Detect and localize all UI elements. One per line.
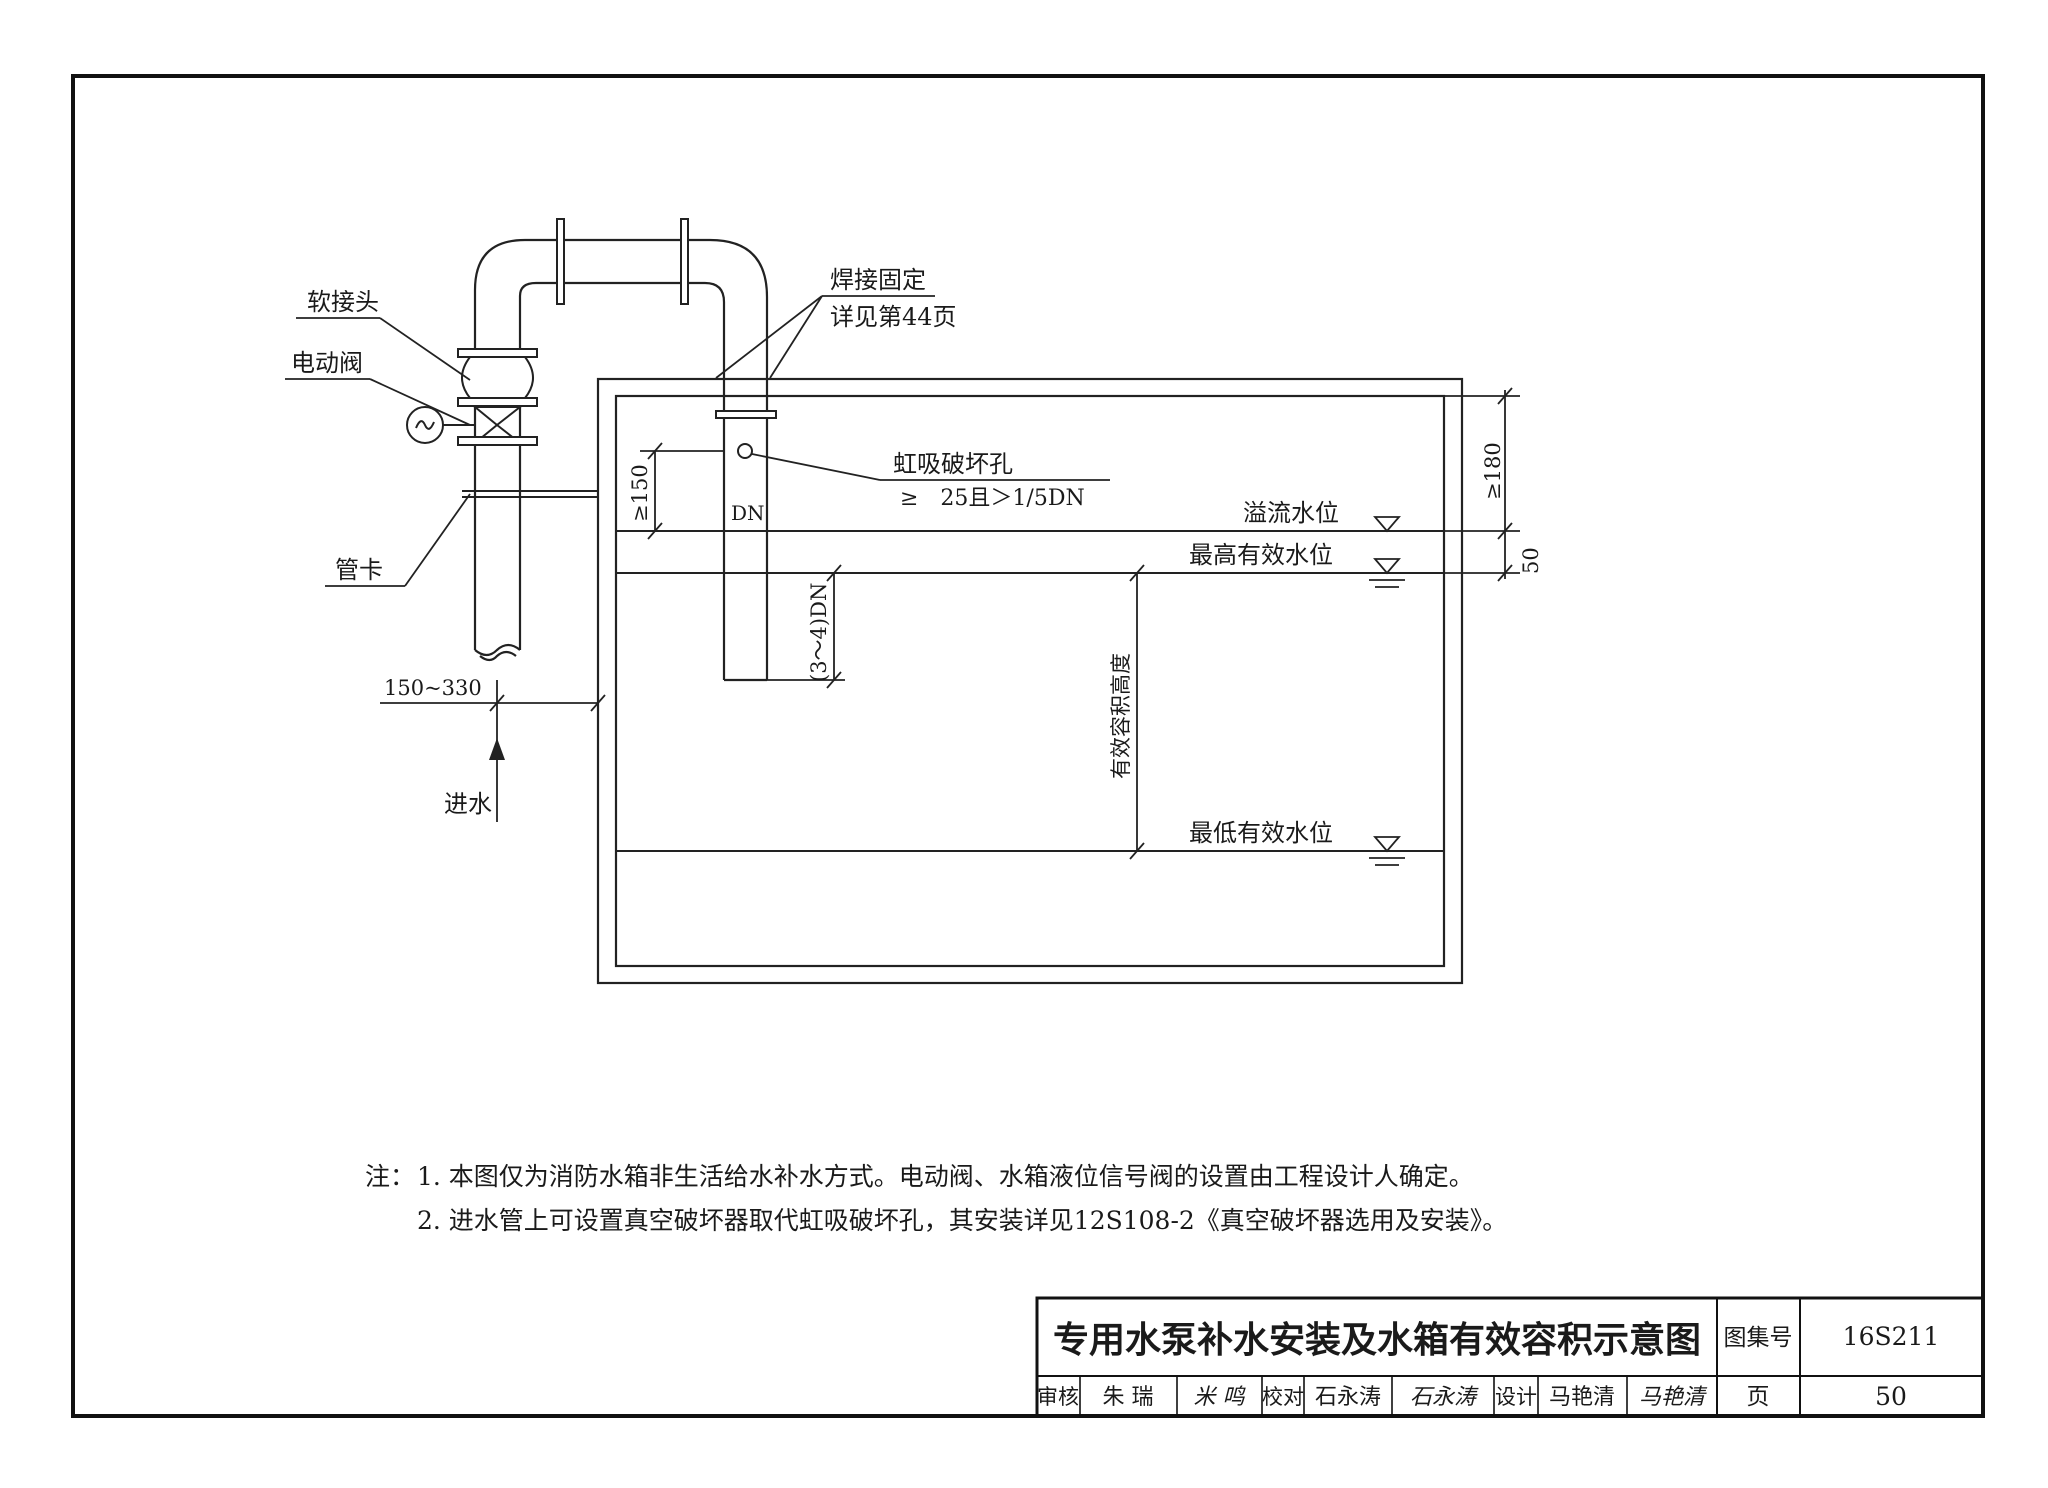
note-row-1: 注：1. 本图仅为消防水箱非生活给水补水方式。电动阀、水箱液位信号阀的设置由工程… xyxy=(365,1155,1507,1199)
atlas-number: 16S211 xyxy=(1843,1322,1940,1351)
atlas-label: 图集号 xyxy=(1724,1325,1793,1351)
flanges xyxy=(556,218,777,419)
label-electric-valve: 电动阀 xyxy=(291,349,363,377)
drawing-title: 专用水泵补水安装及水箱有效容积示意图 xyxy=(1053,1319,1701,1361)
inlet-pipe xyxy=(473,238,769,682)
label-overflow-level: 溢流水位 xyxy=(1243,499,1339,527)
label-siphon-hole: 虹吸破坏孔 xyxy=(893,450,1013,478)
reviewer-signature: 米 鸣 xyxy=(1194,1385,1247,1410)
design-label: 设计 xyxy=(1495,1385,1537,1409)
label-effective-height: 有效容积高度 xyxy=(1109,653,1133,779)
label-weld-fix: 焊接固定 xyxy=(830,266,926,294)
level-symbols xyxy=(1369,516,1405,866)
water-level-lines xyxy=(616,530,1444,852)
label-max-level: 最高有效水位 xyxy=(1189,541,1333,569)
label-150-330: 150~330 xyxy=(384,676,482,700)
notes: 注：1. 本图仅为消防水箱非生活给水补水方式。电动阀、水箱液位信号阀的设置由工程… xyxy=(365,1155,1507,1243)
title-block-text: 专用水泵补水安装及水箱有效容积示意图 图集号 16S211 页 50 审核 朱 … xyxy=(1037,1319,1939,1411)
label-weld-ref: 详见第44页 xyxy=(830,303,957,331)
leader-lines xyxy=(285,295,1110,587)
review-label: 审核 xyxy=(1037,1385,1079,1409)
note-1: 1. 本图仅为消防水箱非生活给水补水方式。电动阀、水箱液位信号阀的设置由工程设计… xyxy=(417,1162,1474,1191)
checker-signature: 石永涛 xyxy=(1410,1385,1479,1410)
label-pipe-clamp: 管卡 xyxy=(335,556,383,584)
note-2: 2. 进水管上可设置真空破坏器取代虹吸破坏孔，其安装详见12S108-2《真空破… xyxy=(417,1206,1508,1235)
water-tank xyxy=(596,377,1464,985)
checker-name: 石永涛 xyxy=(1315,1385,1381,1410)
pipe-clamp xyxy=(462,490,598,498)
drawing-frame xyxy=(71,74,1985,1418)
siphon-hole xyxy=(737,443,753,459)
label-dn: DN xyxy=(731,501,765,525)
label-min-level: 最低有效水位 xyxy=(1189,819,1333,847)
dimension-lines xyxy=(380,387,1520,860)
max-level-symbol xyxy=(1373,558,1401,575)
title-block xyxy=(1035,1296,1985,1418)
notes-prefix: 注： xyxy=(365,1162,416,1191)
label-siphon-spec: ≥ 25且＞1/5DN xyxy=(900,486,1085,511)
reviewer-name: 朱 瑞 xyxy=(1103,1385,1154,1410)
inlet-arrow xyxy=(489,738,505,760)
note-row-2: 2. 进水管上可设置真空破坏器取代虹吸破坏孔，其安装详见12S108-2《真空破… xyxy=(365,1199,1507,1243)
label-dim-3-4dn: (3～4)DN xyxy=(807,583,831,682)
soft-joint xyxy=(457,348,538,407)
designer-signature: 马艳清 xyxy=(1639,1385,1708,1410)
min-level-symbol xyxy=(1373,836,1401,853)
label-dim-150: ≥150 xyxy=(628,464,652,522)
label-dim-180: ≥180 xyxy=(1481,442,1505,500)
electric-valve xyxy=(406,406,538,446)
label-inlet: 进水 xyxy=(444,790,492,818)
page-label: 页 xyxy=(1747,1384,1770,1410)
overflow-level-symbol xyxy=(1373,516,1401,533)
label-soft-joint: 软接头 xyxy=(307,288,379,316)
label-dim-50: 50 xyxy=(1519,547,1543,574)
designer-name: 马艳清 xyxy=(1549,1385,1615,1410)
page-number: 50 xyxy=(1875,1382,1907,1411)
check-label: 校对 xyxy=(1262,1385,1304,1409)
